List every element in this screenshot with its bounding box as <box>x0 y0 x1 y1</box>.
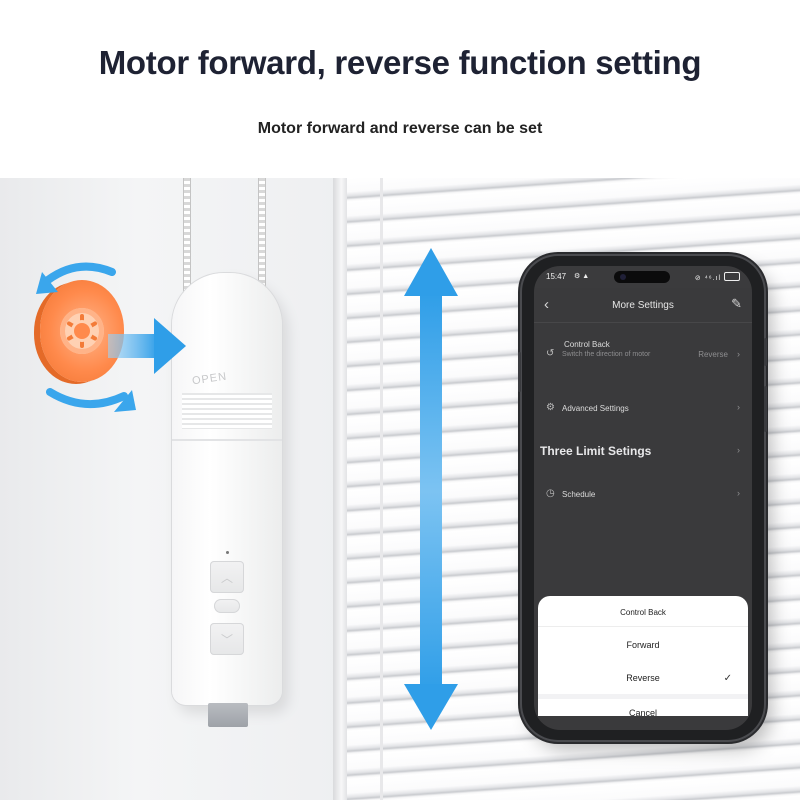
row-value: Reverse <box>698 350 728 359</box>
settings-row-three-limit[interactable]: Three Limit Setings › <box>534 432 752 472</box>
pencil-icon[interactable]: ✎ <box>731 296 742 311</box>
status-right-icons: ⊘ ⁴⁶.ıl <box>695 272 740 282</box>
settings-row-control-back[interactable]: ↺ Control Back Switch the direction of m… <box>534 328 752 372</box>
chevron-right-icon: › <box>737 349 740 359</box>
row-label: Control Back <box>564 340 610 349</box>
sheet-title: Control Back <box>620 608 666 617</box>
status-time: 15:47 <box>546 272 567 281</box>
rotate-arrow-bottom-icon <box>46 388 136 412</box>
device-stop-button[interactable] <box>214 599 240 613</box>
headline: Motor forward, reverse function setting <box>98 44 702 81</box>
orange-reel <box>40 280 124 382</box>
device-up-button[interactable]: ︿ <box>210 561 244 593</box>
device-base-clip <box>208 703 248 727</box>
bead-chain-right <box>258 178 266 318</box>
check-icon: ✓ <box>723 673 732 684</box>
option-reverse[interactable]: Reverse ✓ <box>626 673 732 684</box>
settings-row-schedule[interactable]: ◷ Schedule › <box>534 474 752 514</box>
status-bar: 15:47 ⚙ ▲ ⊘ ⁴⁶.ıl <box>534 266 752 288</box>
option-forward[interactable]: Forward <box>626 640 660 650</box>
phone-screen: 15:47 ⚙ ▲ ⊘ ⁴⁶.ıl ‹ More Settings ✎ ↺ Co… <box>534 266 752 730</box>
screen-title: More Settings <box>612 300 674 311</box>
up-down-arrow-icon <box>404 248 458 730</box>
device-seam <box>172 439 282 441</box>
device-down-button[interactable]: ﹀ <box>210 623 244 655</box>
smartphone: 15:47 ⚙ ▲ ⊘ ⁴⁶.ıl ‹ More Settings ✎ ↺ Co… <box>518 256 767 740</box>
camera-notch <box>614 271 670 283</box>
bead-chain-left <box>183 178 191 318</box>
chevron-right-icon: › <box>737 488 740 498</box>
rotate-arrow-top-icon <box>36 262 116 294</box>
rotate-ccw-icon: ↺ <box>546 348 555 359</box>
gear-icon: ⚙ <box>546 402 555 413</box>
chevron-right-icon: › <box>737 402 740 412</box>
reel-hub <box>60 308 104 354</box>
cancel-button[interactable]: Cancel <box>628 708 657 718</box>
clock-icon: ◷ <box>546 488 555 499</box>
status-left-icons: ⚙ ▲ <box>574 273 590 280</box>
motor-controller: OPEN ︿ ﹀ <box>172 273 282 705</box>
blind-cord <box>380 178 383 800</box>
device-vent <box>182 393 272 429</box>
chevron-right-icon: › <box>737 445 740 455</box>
row-label: Three Limit Setings <box>540 444 652 458</box>
arrow-right-icon <box>108 318 186 374</box>
row-description: Switch the direction of motor <box>562 351 651 358</box>
row-label: Schedule <box>562 490 596 499</box>
subheadline: Motor forward and reverse can be set <box>257 120 543 137</box>
window-frame <box>333 178 347 800</box>
device-led <box>226 551 229 554</box>
chevron-left-icon[interactable]: ‹ <box>544 296 549 313</box>
battery-icon <box>724 272 740 281</box>
settings-row-advanced[interactable]: ⚙ Advanced Settings › <box>534 388 752 428</box>
app-bar: ‹ More Settings ✎ <box>534 288 752 323</box>
network-icon: ⊘ ⁴⁶.ıl <box>694 275 722 282</box>
control-back-sheet: Control Back Forward Reverse ✓ Cancel <box>538 596 748 718</box>
row-label: Advanced Settings <box>562 404 629 413</box>
